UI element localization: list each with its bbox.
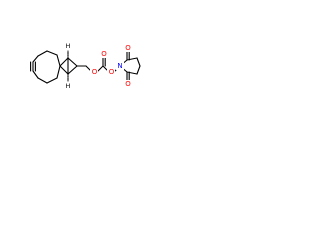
n-oxygen-label: O [109, 68, 115, 76]
cyclopropane-bond [67, 57, 78, 67]
imide-oxygen-top-label: O [125, 44, 131, 52]
stereo-hydrogens: H H [66, 42, 71, 90]
ring-bond [126, 71, 138, 75]
ester-oxygen-label: O [92, 68, 98, 76]
ring-bond [136, 57, 141, 67]
cyclopropane-bond [59, 65, 69, 75]
ring-bond [56, 54, 61, 67]
molecule-canvas: H H O [0, 0, 152, 152]
ring-bond [32, 70, 39, 79]
ring-bond [46, 50, 58, 56]
ring-bond [136, 65, 141, 75]
cyclopropane-ring [59, 57, 78, 75]
ring-bond [46, 77, 58, 84]
ring-bond [56, 65, 61, 79]
bcn-nhs-carbonate-structure: H H O [30, 42, 141, 90]
label-bg [100, 50, 108, 58]
label-bg [124, 44, 132, 52]
ring-bond [126, 57, 138, 61]
imide-oxygen-bottom-label: O [125, 80, 131, 88]
cyclooctyne-ring [30, 50, 61, 84]
carbonyl-oxygen-label: O [101, 50, 107, 58]
stereo-h-top: H [66, 42, 71, 50]
ring-bond [37, 77, 48, 84]
label-bg [124, 80, 132, 88]
label-bg [90, 68, 98, 76]
cyclopropane-bond [67, 65, 78, 75]
label-bg [107, 68, 115, 76]
label-bg [116, 62, 124, 70]
ring-bond [37, 50, 48, 57]
atom-labels: O O O N O O [90, 44, 132, 88]
nitrogen-label: N [117, 62, 122, 70]
cyclopropane-bond [59, 57, 69, 67]
ring-bond [32, 55, 39, 63]
stereo-h-bottom: H [66, 82, 71, 90]
